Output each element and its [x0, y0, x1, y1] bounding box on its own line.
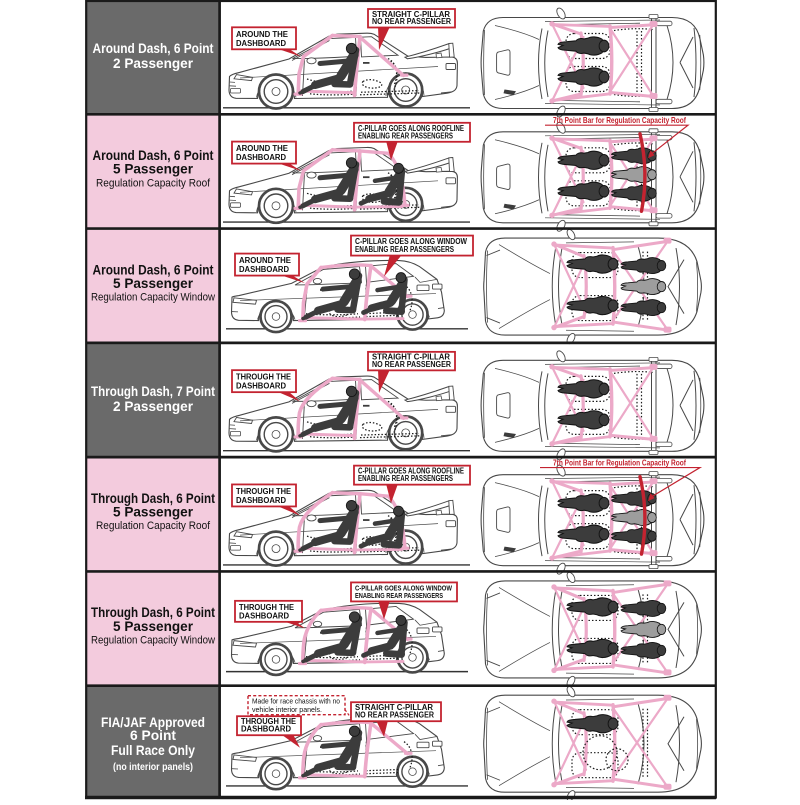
svg-text:ENABLING REAR PASSENGERS: ENABLING REAR PASSENGERS — [358, 131, 454, 140]
svg-text:ENABLING REAR PASSENGERS: ENABLING REAR PASSENGERS — [358, 474, 454, 483]
svg-text:DASHBOARD: DASHBOARD — [236, 153, 286, 162]
svg-text:Made for race chassis with no: Made for race chassis with no — [252, 697, 340, 706]
svg-text:AROUND THE: AROUND THE — [239, 256, 292, 265]
svg-text:Regulation Capacity Window: Regulation Capacity Window — [91, 292, 215, 304]
svg-text:(no interior panels): (no interior panels) — [113, 761, 193, 773]
svg-text:DASHBOARD: DASHBOARD — [236, 39, 286, 48]
svg-text:THROUGH THE: THROUGH THE — [236, 487, 292, 496]
svg-text:C-PILLAR GOES ALONG ROOFLINE: C-PILLAR GOES ALONG ROOFLINE — [358, 467, 465, 476]
svg-text:Regulation Capacity Roof: Regulation Capacity Roof — [96, 177, 211, 189]
svg-text:Full Race Only: Full Race Only — [111, 742, 195, 758]
svg-text:DASHBOARD: DASHBOARD — [236, 382, 286, 391]
svg-text:5 Passenger: 5 Passenger — [113, 504, 194, 520]
svg-text:NO REAR PASSENGER: NO REAR PASSENGER — [372, 17, 451, 26]
svg-text:5 Passenger: 5 Passenger — [113, 161, 194, 177]
svg-text:Through Dash, 6 Point: Through Dash, 6 Point — [91, 490, 215, 506]
svg-text:THROUGH THE: THROUGH THE — [239, 603, 295, 612]
svg-text:STRAIGHT C-PILLAR: STRAIGHT C-PILLAR — [355, 703, 433, 712]
svg-text:Around Dash, 6 Point: Around Dash, 6 Point — [93, 147, 214, 163]
svg-text:DASHBOARD: DASHBOARD — [236, 496, 286, 505]
svg-text:5 Passenger: 5 Passenger — [113, 275, 194, 291]
svg-text:DASHBOARD: DASHBOARD — [241, 725, 291, 734]
svg-text:Through Dash, 6 Point: Through Dash, 6 Point — [91, 604, 215, 620]
svg-text:6 Point: 6 Point — [130, 727, 176, 743]
svg-text:C-PILLAR GOES ALONG ROOFLINE: C-PILLAR GOES ALONG ROOFLINE — [358, 124, 465, 133]
svg-text:Around Dash, 6 Point: Around Dash, 6 Point — [93, 40, 214, 56]
svg-text:NO REAR PASSENGER: NO REAR PASSENGER — [355, 711, 434, 720]
svg-text:7th Point Bar for Regulation C: 7th Point Bar for Regulation Capacity Ro… — [553, 116, 686, 125]
svg-text:STRAIGHT C-PILLAR: STRAIGHT C-PILLAR — [372, 10, 450, 19]
svg-text:Regulation Capacity Roof: Regulation Capacity Roof — [96, 520, 211, 532]
svg-text:THROUGH THE: THROUGH THE — [236, 373, 292, 382]
svg-text:2 Passenger: 2 Passenger — [113, 55, 194, 71]
svg-text:FIA/JAF Approved: FIA/JAF Approved — [101, 714, 205, 730]
svg-text:AROUND THE: AROUND THE — [236, 144, 289, 153]
svg-text:C-PILLAR GOES ALONG WINDOW: C-PILLAR GOES ALONG WINDOW — [355, 583, 453, 592]
svg-text:5 Passenger: 5 Passenger — [113, 618, 194, 634]
svg-text:Around Dash, 6 Point: Around Dash, 6 Point — [93, 261, 214, 277]
svg-text:ENABLING REAR PASSENGERS: ENABLING REAR PASSENGERS — [355, 245, 455, 254]
svg-text:Regulation Capacity Window: Regulation Capacity Window — [91, 634, 215, 646]
svg-text:ENABLING REAR PASSENGERS: ENABLING REAR PASSENGERS — [355, 591, 443, 600]
svg-text:2 Passenger: 2 Passenger — [113, 398, 194, 414]
svg-text:DASHBOARD: DASHBOARD — [239, 611, 289, 620]
svg-text:vehicle interior panels.: vehicle interior panels. — [252, 705, 322, 714]
svg-text:DASHBOARD: DASHBOARD — [239, 265, 289, 274]
svg-text:C-PILLAR GOES ALONG WINDOW: C-PILLAR GOES ALONG WINDOW — [355, 237, 467, 246]
svg-text:AROUND THE: AROUND THE — [236, 30, 289, 39]
svg-text:7th Point Bar for Regulation C: 7th Point Bar for Regulation Capacity Ro… — [553, 458, 686, 467]
svg-text:THROUGH THE: THROUGH THE — [241, 717, 297, 726]
svg-text:NO REAR PASSENGER: NO REAR PASSENGER — [372, 360, 451, 369]
svg-text:STRAIGHT C-PILLAR: STRAIGHT C-PILLAR — [372, 353, 450, 362]
svg-text:Through Dash, 7 Point: Through Dash, 7 Point — [91, 383, 215, 399]
